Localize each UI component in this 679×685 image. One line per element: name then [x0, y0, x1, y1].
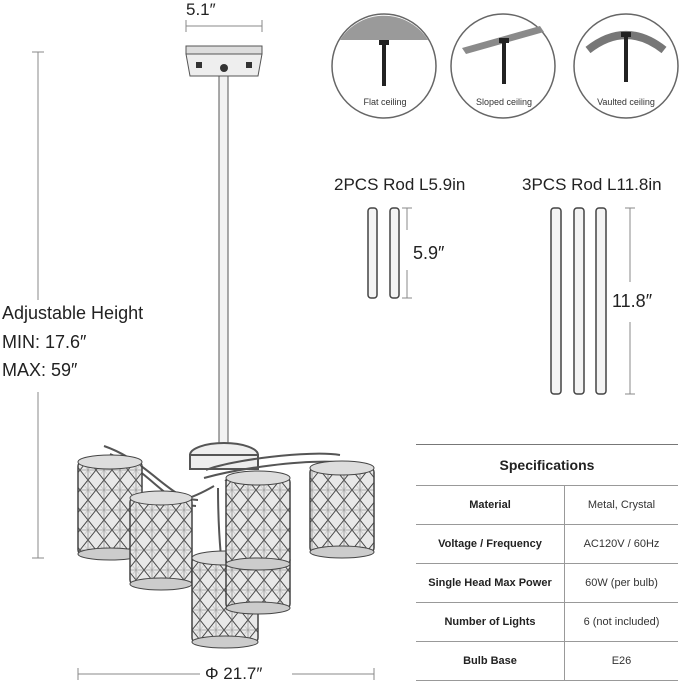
spec-row: Voltage / Frequency AC120V / 60Hz	[416, 524, 678, 564]
spec-value: E26	[564, 641, 678, 681]
long-rod-dimension	[625, 207, 635, 395]
spec-row: Number of Lights 6 (not included)	[416, 602, 678, 642]
vaulted-ceiling-label: Vaulted ceiling	[597, 97, 655, 107]
spec-key: Single Head Max Power	[416, 563, 565, 603]
spec-row: Material Metal, Crystal	[416, 485, 678, 525]
diameter-label: Φ 21.7″	[205, 664, 263, 683]
long-rods	[550, 207, 607, 395]
spec-row: Single Head Max Power 60W (per bulb)	[416, 563, 678, 603]
spec-value: 60W (per bulb)	[564, 563, 678, 603]
sloped-ceiling-label: Sloped ceiling	[475, 97, 533, 107]
specifications-table: Specifications Material Metal, Crystal V…	[416, 444, 678, 681]
canopy-width-dimension	[185, 20, 263, 32]
short-rod-dimension	[402, 207, 412, 299]
downrod	[218, 75, 229, 449]
spec-key: Material	[416, 485, 565, 525]
shade-6	[309, 460, 375, 559]
shade-2	[129, 490, 193, 591]
short-rod-title: 2PCS Rod L5.9in	[334, 175, 466, 194]
spec-value: AC120V / 60Hz	[564, 524, 678, 564]
short-rods	[367, 207, 400, 299]
ceiling-flat-icon	[331, 13, 437, 119]
spec-value: 6 (not included)	[564, 602, 678, 642]
shade-1	[77, 454, 143, 561]
max-height-label: MAX: 59″	[2, 360, 78, 380]
diameter-dimension	[77, 668, 375, 680]
flat-ceiling-label: Flat ceiling	[363, 97, 407, 107]
spec-value: Metal, Crystal	[564, 485, 678, 525]
short-rod-length-label: 5.9″	[413, 243, 445, 263]
spec-row: Bulb Base E26	[416, 641, 678, 681]
height-dimension	[32, 51, 44, 559]
crystal-shades	[77, 454, 375, 649]
spec-key: Voltage / Frequency	[416, 524, 565, 564]
canopy-width-label: 5.1″	[186, 0, 216, 19]
specifications-title: Specifications	[416, 444, 678, 486]
shade-5	[225, 470, 291, 571]
ceiling-sloped-icon	[450, 13, 556, 119]
spec-key: Number of Lights	[416, 602, 565, 642]
adjustable-height-title: Adjustable Height	[2, 303, 144, 323]
long-rod-length-label: 11.8″	[612, 291, 653, 311]
long-rod-title: 3PCS Rod L11.8in	[522, 175, 662, 194]
ceiling-vaulted-icon	[573, 13, 679, 119]
min-height-label: MIN: 17.6″	[2, 332, 87, 352]
ceiling-canopy	[185, 45, 263, 77]
spec-key: Bulb Base	[416, 641, 565, 681]
